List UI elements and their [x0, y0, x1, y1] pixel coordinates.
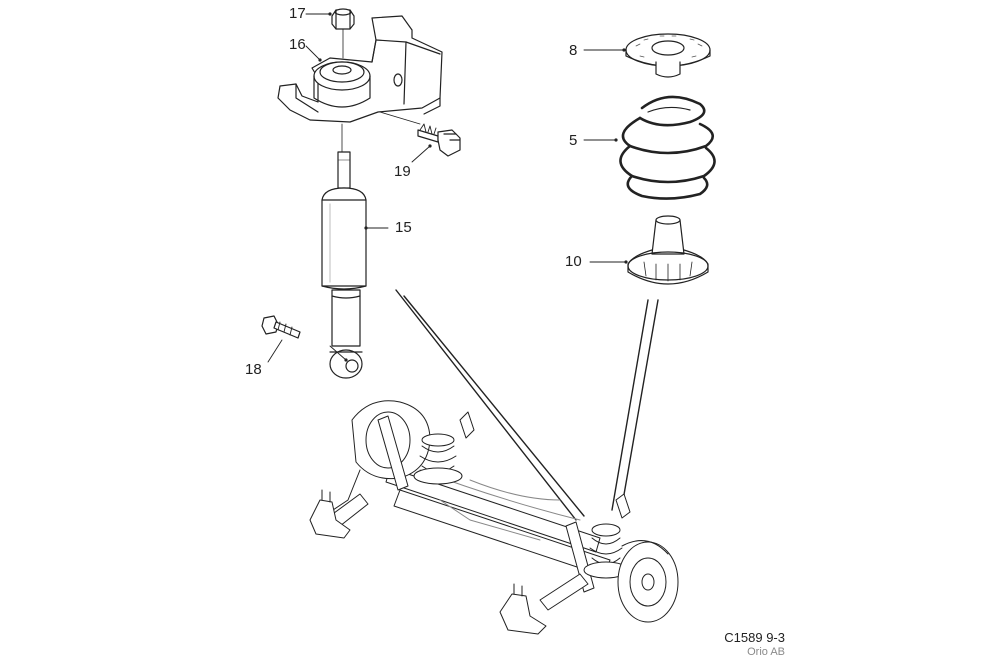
shock-absorber-part-15 — [321, 151, 367, 379]
upper-mount-part-16 — [277, 15, 443, 153]
callout-17: 17 — [289, 5, 306, 22]
spring-seat-part-8 — [625, 33, 711, 78]
callout-10: 10 — [565, 253, 582, 270]
callout-19: 19 — [394, 163, 411, 180]
bolt-part-19 — [417, 123, 461, 157]
callout-18: 18 — [245, 361, 262, 378]
nut-part-17 — [331, 8, 355, 59]
coil-spring-part-5 — [619, 95, 716, 200]
callout-5: 5 — [569, 132, 578, 149]
assembly-leader-lines — [395, 289, 659, 521]
manufacturer-credit: Orio AB — [747, 646, 785, 658]
callout-16: 16 — [289, 36, 306, 53]
callout-pointer-dots — [318, 12, 628, 362]
callout-15: 15 — [395, 219, 412, 236]
bolt-part-18 — [261, 315, 301, 339]
drawing-code: C1589 9-3 — [724, 630, 785, 645]
callout-pointers — [267, 13, 627, 363]
rear-axle-assembly — [309, 400, 679, 635]
lower-spring-seat-part-10 — [627, 215, 709, 285]
callout-8: 8 — [569, 42, 578, 59]
